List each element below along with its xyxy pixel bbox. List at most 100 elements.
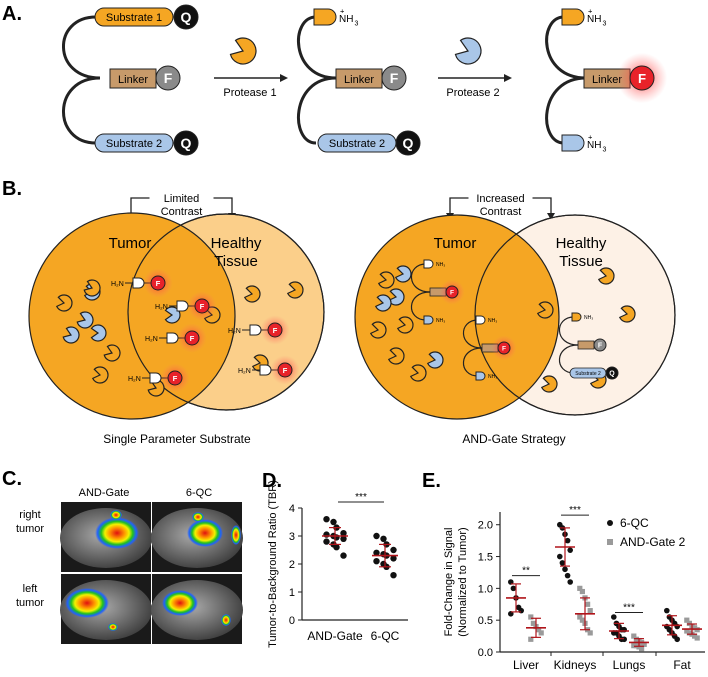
sixqc-left-tumor-signal-1	[221, 614, 231, 626]
e-point-6qc-1-7	[562, 566, 568, 573]
nh3-label-2-text: NH	[587, 14, 601, 25]
d-point-1-7	[390, 555, 397, 562]
arc-bottom-2	[296, 76, 337, 145]
quencher-2	[173, 130, 199, 156]
e-point-andgate2-2-4	[641, 641, 647, 647]
e-point-6qc-1-4	[567, 547, 573, 553]
e-point-6qc-1-9	[567, 579, 573, 585]
sixqc-left-tumor-mouse	[151, 580, 243, 640]
left-protease-0	[55, 294, 73, 312]
increased-contrast-bracket-left	[449, 197, 469, 215]
left-free-sub-5-fluor-label: F	[273, 326, 278, 335]
arrow-1-head	[280, 74, 288, 82]
d-point-0-11	[340, 552, 347, 559]
e-point-andgate2-0-5	[528, 636, 534, 642]
protease1-icon	[229, 37, 257, 65]
left-protease-9	[243, 285, 261, 303]
limited-contrast-bracket-right	[213, 197, 233, 215]
right-cleaved-2-nh3-2: NH₃	[488, 374, 497, 380]
right-protease-3	[374, 294, 392, 312]
right-cleaved-1-fluor	[445, 285, 459, 299]
increased-contrast-bracket-right	[532, 197, 552, 215]
arc-bottom-3	[545, 76, 587, 145]
nh3-label-2-charge: +	[588, 7, 593, 16]
d-ylabel: Tumor-to-Background Ratio (TBR)	[267, 480, 279, 648]
d-point-1-4	[373, 549, 380, 556]
left-free-sub-5: H₂N F	[228, 315, 290, 345]
substrate2-pill: Substrate 2	[94, 133, 174, 153]
substrate2-pill-2-label: Substrate 2	[329, 138, 385, 150]
row-label-right-2: tumor	[16, 523, 44, 535]
arc-top-3	[545, 15, 587, 80]
d-ytick-label-1: 1	[289, 587, 295, 599]
left-free-sub-4-stub	[149, 372, 162, 384]
fluorophore-off-2	[381, 65, 407, 91]
quencher-1-label: Q	[181, 9, 192, 25]
panel-label-a: A.	[2, 3, 22, 25]
d-point-0-1	[330, 518, 337, 526]
left-free-sub-3-fluor	[184, 330, 200, 346]
right-healthy-label-1: Healthy	[556, 235, 607, 252]
substrate2-stub-3	[561, 134, 585, 152]
right-protease-13	[540, 375, 558, 393]
fluorophore-on-label: F	[638, 71, 646, 86]
substrate1-pill-label: Substrate 1	[106, 12, 162, 24]
intact-arc2	[558, 344, 579, 374]
e-point-andgate2-1-9	[587, 630, 593, 636]
left-free-sub-6-fluor-label: F	[283, 366, 288, 375]
e-point-andgate2-1-6	[579, 617, 585, 623]
fluorophore-off-label: F	[164, 70, 173, 86]
left-free-sub-1-fluor	[150, 275, 166, 291]
left-protease-13	[164, 306, 181, 324]
substrate1-pill-body	[94, 7, 174, 27]
d-ytick-label-3: 3	[289, 531, 295, 543]
d-point-1-0	[373, 532, 380, 540]
image-tile-sixqc-left-tumor	[151, 574, 243, 644]
left-free-sub-2-fluor-label: F	[200, 302, 205, 311]
right-protease-5	[369, 321, 387, 339]
e-point-andgate2-3-9	[694, 635, 700, 641]
left-free-sub-5-fluor	[267, 322, 283, 338]
e-legend-6qc-label: 6-QC	[620, 516, 649, 530]
left-free-sub-6-fluor	[277, 362, 293, 378]
e-xtick-label-1: Kidneys	[554, 658, 597, 672]
right-cleaved-2-arc1	[462, 319, 483, 349]
right-healthy-label-2: Tissue	[559, 253, 603, 270]
protease2-label: Protease 2	[446, 87, 499, 99]
left-free-sub-5-stub	[249, 324, 262, 336]
left-free-sub-5-h2n: H₂N	[228, 328, 241, 335]
right-protease-7	[409, 364, 427, 382]
left-free-sub-1-h2n: H₂N	[111, 281, 124, 288]
col-label-and-gate: AND-Gate	[79, 487, 130, 499]
linker-label: Linker	[118, 74, 148, 86]
panel-label-c: C.	[2, 468, 22, 490]
d-point-0-10	[333, 544, 340, 551]
right-cleaved-2-nh3-1: NH₃	[488, 318, 497, 324]
substrate2-pill-label: Substrate 2	[106, 138, 162, 150]
panel-label-e: E.	[422, 470, 441, 492]
e-point-andgate2-0-1	[530, 620, 536, 626]
right-protease-1	[394, 265, 412, 283]
intact-linker	[577, 340, 595, 350]
right-protease-6	[387, 347, 405, 365]
quencher-3-label: Q	[403, 135, 414, 151]
right-cleaved-1-stub1	[423, 259, 434, 269]
e-point-andgate2-2-8	[639, 646, 645, 652]
e-point-andgate2-1-1	[579, 588, 585, 595]
e-point-6qc-3-0	[664, 607, 670, 614]
left-healthy-label-2: Tissue	[214, 253, 258, 270]
row-label-right-1: right	[19, 509, 40, 521]
e-sig-stars-0: **	[522, 566, 530, 577]
right-tumor-label: Tumor	[434, 235, 477, 252]
e-point-6qc-1-5	[557, 553, 563, 560]
